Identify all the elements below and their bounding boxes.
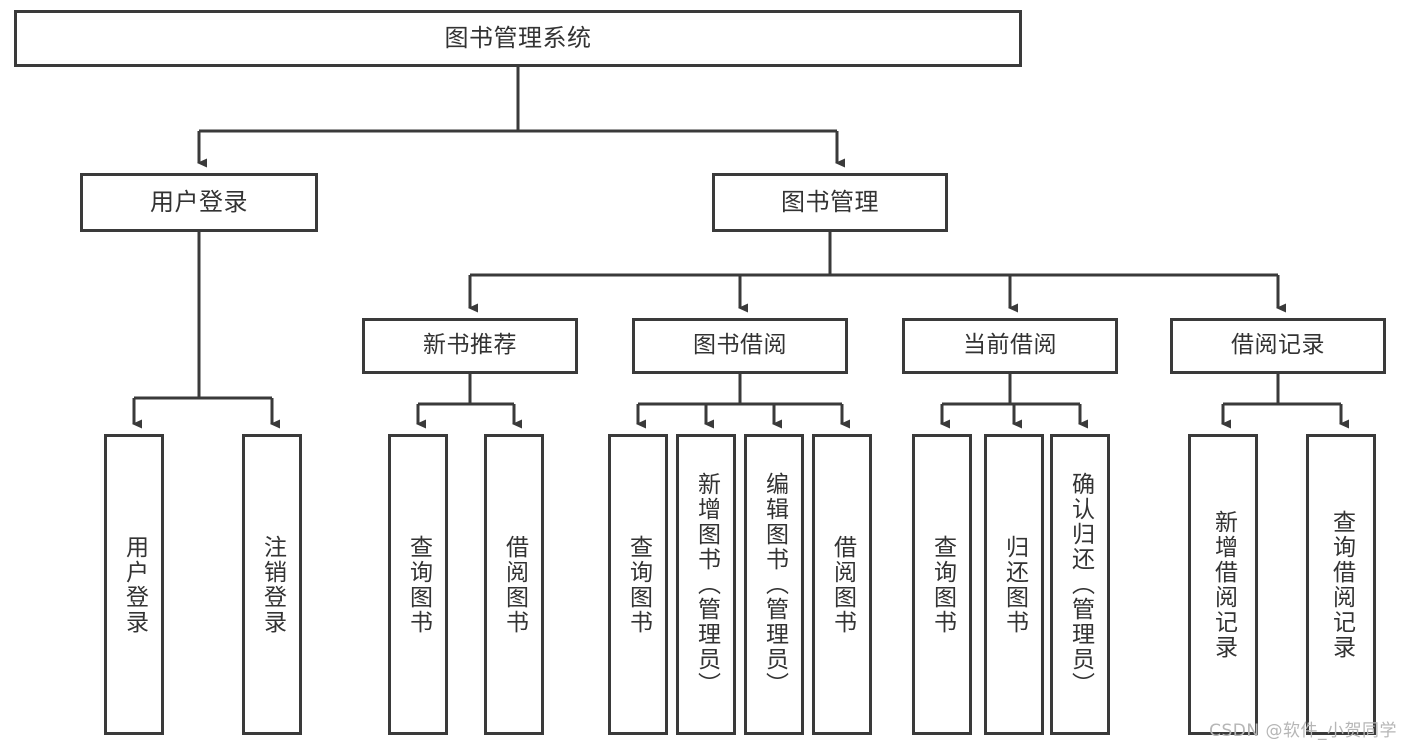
node-new-book-recommend[interactable]: 新书推荐 xyxy=(362,318,578,374)
node-new-book-recommend-label: 新书推荐 xyxy=(423,332,517,359)
node-user-login-label: 用户登录 xyxy=(150,188,248,217)
node-current-borrow[interactable]: 当前借阅 xyxy=(902,318,1118,374)
node-leaf-borrow-book-1-label: 借阅图书 xyxy=(501,534,528,635)
node-leaf-query-borrow-record[interactable]: 查询借阅记录 xyxy=(1306,434,1376,735)
node-leaf-query-book-2-label: 查询图书 xyxy=(625,534,652,635)
node-root[interactable]: 图书管理系统 xyxy=(14,10,1022,67)
node-borrow-record[interactable]: 借阅记录 xyxy=(1170,318,1386,374)
node-leaf-borrow-book-2[interactable]: 借阅图书 xyxy=(812,434,872,735)
node-borrow-record-label: 借阅记录 xyxy=(1231,332,1325,359)
node-leaf-borrow-book-2-label: 借阅图书 xyxy=(829,534,856,635)
node-book-borrow[interactable]: 图书借阅 xyxy=(632,318,848,374)
node-current-borrow-label: 当前借阅 xyxy=(963,332,1057,359)
node-leaf-query-book-2[interactable]: 查询图书 xyxy=(608,434,668,735)
node-leaf-query-book-3-label: 查询图书 xyxy=(929,534,956,635)
node-leaf-borrow-book-1[interactable]: 借阅图书 xyxy=(484,434,544,735)
node-user-login[interactable]: 用户登录 xyxy=(80,173,318,232)
node-leaf-query-book-3[interactable]: 查询图书 xyxy=(912,434,972,735)
node-leaf-user-login-label: 用户登录 xyxy=(121,534,148,635)
node-leaf-add-book-admin[interactable]: 新增图书（管理员） xyxy=(676,434,736,735)
node-leaf-edit-book-admin[interactable]: 编辑图书（管理员） xyxy=(744,434,804,735)
node-leaf-return-book[interactable]: 归还图书 xyxy=(984,434,1044,735)
node-leaf-user-login[interactable]: 用户登录 xyxy=(104,434,164,735)
node-book-manage[interactable]: 图书管理 xyxy=(712,173,948,232)
node-leaf-query-book-1-label: 查询图书 xyxy=(405,534,432,635)
node-leaf-add-borrow-record-label: 新增借阅记录 xyxy=(1210,509,1237,660)
node-leaf-confirm-return-admin-label: 确认归还（管理员） xyxy=(1067,472,1094,697)
node-leaf-confirm-return-admin[interactable]: 确认归还（管理员） xyxy=(1050,434,1110,735)
node-leaf-return-book-label: 归还图书 xyxy=(1001,534,1028,635)
node-book-manage-label: 图书管理 xyxy=(781,188,879,217)
node-leaf-add-borrow-record[interactable]: 新增借阅记录 xyxy=(1188,434,1258,735)
node-leaf-add-book-admin-label: 新增图书（管理员） xyxy=(693,472,720,697)
node-leaf-query-borrow-record-label: 查询借阅记录 xyxy=(1328,509,1355,660)
node-leaf-user-logout[interactable]: 注销登录 xyxy=(242,434,302,735)
node-leaf-query-book-1[interactable]: 查询图书 xyxy=(388,434,448,735)
csdn-watermark: CSDN @软件_小贺同学 xyxy=(1209,721,1397,741)
node-leaf-user-logout-label: 注销登录 xyxy=(259,534,286,635)
node-leaf-edit-book-admin-label: 编辑图书（管理员） xyxy=(761,472,788,697)
node-root-label: 图书管理系统 xyxy=(444,24,592,53)
node-book-borrow-label: 图书借阅 xyxy=(693,332,787,359)
